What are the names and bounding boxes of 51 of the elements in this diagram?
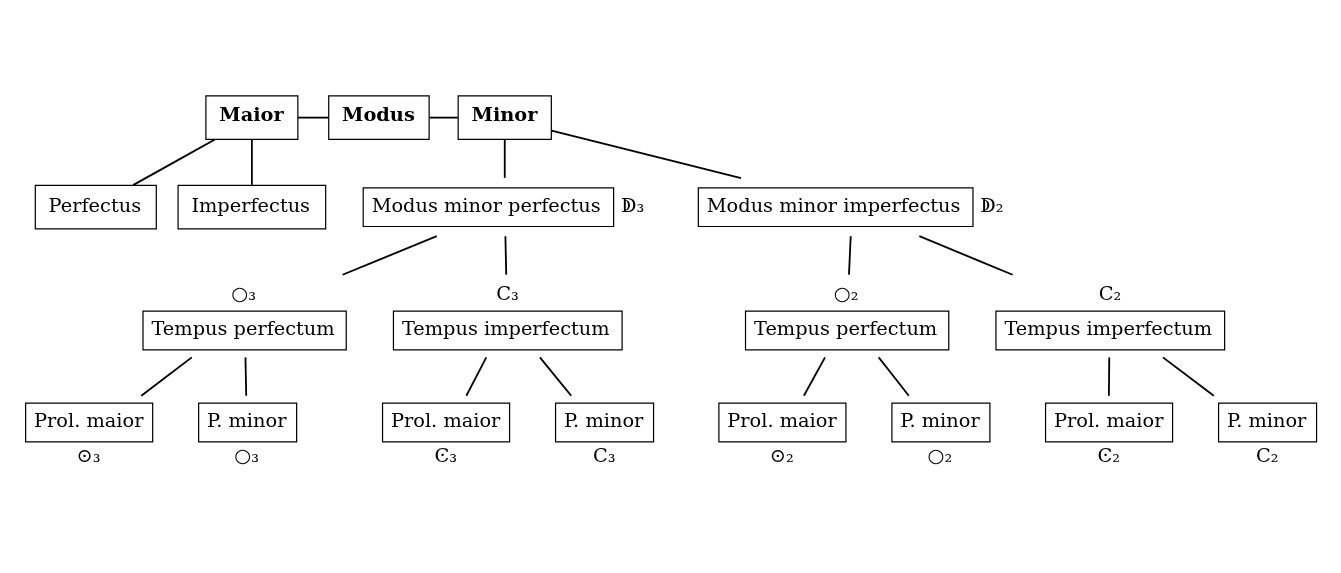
node-label: C₃ bbox=[496, 281, 519, 305]
node-box: Tempus perfectum bbox=[744, 310, 950, 350]
node-box: Prol. maior bbox=[1044, 402, 1174, 442]
node-box: P. minor bbox=[198, 402, 298, 442]
node-box: Prol. maior bbox=[25, 402, 154, 442]
node-label: C₂ bbox=[1256, 443, 1279, 467]
node-label: ○₃ bbox=[234, 443, 259, 467]
node-label: ⊙₃ bbox=[76, 443, 101, 467]
connector bbox=[428, 116, 459, 119]
node-box: Imperfectus bbox=[177, 184, 327, 230]
connector bbox=[877, 356, 910, 397]
node-box: Prol. maior bbox=[718, 402, 847, 442]
connector bbox=[250, 138, 253, 186]
node-box: Modus minor imperfectus bbox=[697, 186, 974, 227]
node-label: C₂ bbox=[1098, 281, 1122, 305]
connector bbox=[503, 138, 506, 179]
node-box: Perfectus bbox=[34, 184, 157, 230]
connector bbox=[803, 356, 826, 397]
node-label: ↁ₃ bbox=[620, 193, 645, 217]
connector bbox=[132, 138, 216, 186]
node-box: Minor bbox=[457, 94, 552, 140]
connector bbox=[140, 356, 193, 397]
node-label: ↁ₂ bbox=[980, 193, 1004, 217]
node-label: C₃ bbox=[593, 443, 616, 467]
node-label: Ͼ₃ bbox=[434, 443, 458, 467]
node-box: Tempus perfectum bbox=[142, 310, 347, 350]
node-box: Tempus imperfectum bbox=[392, 310, 623, 350]
node-box: Maior bbox=[205, 94, 299, 140]
node-box: P. minor bbox=[554, 402, 655, 442]
connector bbox=[918, 234, 1014, 276]
connector bbox=[1108, 356, 1111, 397]
node-label: ○₂ bbox=[927, 443, 953, 467]
node-box: Modus minor perfectus bbox=[362, 186, 615, 227]
connector bbox=[1162, 356, 1215, 397]
connector bbox=[504, 234, 508, 276]
connector bbox=[550, 129, 742, 179]
node-box: Tempus imperfectum bbox=[995, 310, 1226, 350]
node-label: Ͼ₂ bbox=[1097, 443, 1121, 467]
node-box: P. minor bbox=[1217, 402, 1318, 442]
node-label: ⊙₂ bbox=[769, 443, 794, 467]
connector bbox=[244, 356, 248, 397]
connector bbox=[848, 234, 852, 276]
connector bbox=[297, 116, 330, 119]
node-label: ○₂ bbox=[833, 281, 859, 305]
node-label: ○₃ bbox=[231, 281, 256, 305]
node-box: P. minor bbox=[891, 402, 991, 442]
node-box: Modus bbox=[328, 94, 430, 140]
node-box: Prol. maior bbox=[381, 402, 511, 442]
connector bbox=[341, 234, 438, 276]
connector bbox=[465, 356, 488, 397]
connector bbox=[539, 356, 573, 397]
